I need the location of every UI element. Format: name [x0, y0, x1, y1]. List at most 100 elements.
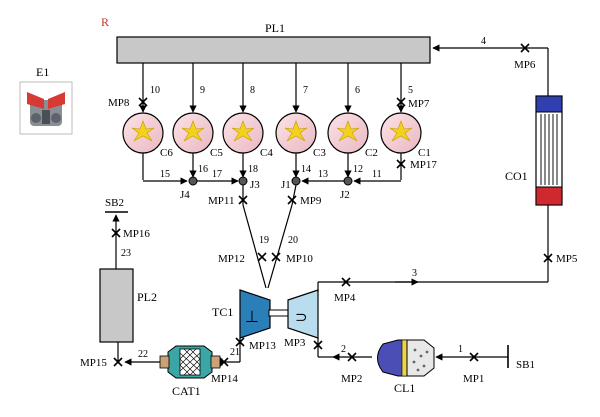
svg-text:⊃: ⊃	[295, 308, 308, 326]
junction-j3	[238, 176, 248, 186]
stream-20: 20	[288, 235, 298, 246]
mp15-marker	[113, 357, 123, 367]
charge-air-cooler	[535, 95, 563, 206]
cat1-label: CAT1	[172, 384, 201, 398]
turbine: ⊥	[239, 289, 271, 339]
mp14-marker	[219, 357, 229, 367]
cylinder-c5	[172, 112, 214, 154]
cylinder-c3	[275, 112, 317, 154]
stream-18: 18	[248, 164, 258, 175]
pl2-label: PL2	[137, 290, 157, 304]
stream-9: 9	[200, 85, 205, 96]
mp4-label: MP4	[334, 292, 356, 304]
stream-4: 4	[481, 36, 486, 47]
mp10-label: MP10	[286, 253, 313, 265]
sb1-label: SB1	[516, 359, 535, 371]
mp5-marker	[543, 253, 553, 263]
c5-label: C5	[210, 147, 223, 159]
mp14-label: MP14	[211, 373, 238, 385]
stream-14: 14	[301, 164, 311, 175]
stream-2: 2	[341, 344, 346, 355]
c3-label: C3	[313, 147, 326, 159]
stream-7: 7	[303, 85, 308, 96]
mp4-marker	[341, 277, 351, 287]
mp16-marker	[111, 228, 121, 238]
exhaust-runners	[142, 153, 402, 185]
mp1-label: MP1	[463, 373, 484, 385]
c2-label: C2	[365, 147, 378, 159]
mp3-label: MP3	[284, 337, 306, 349]
stream-1: 1	[458, 344, 463, 355]
mp11-label: MP11	[208, 195, 235, 207]
e1-label: E1	[36, 65, 49, 79]
mp9-label: MP9	[300, 195, 322, 207]
marker-r: R	[101, 15, 109, 29]
stream-17: 17	[212, 169, 222, 180]
c6-label: C6	[160, 147, 173, 159]
stream-12: 12	[353, 164, 363, 175]
junction-j4	[188, 176, 198, 186]
mp7-label: MP7	[408, 98, 430, 110]
mp8-label: MP8	[108, 97, 130, 109]
j2-label: J2	[340, 189, 350, 201]
cooler-to-plenum	[432, 44, 549, 96]
stream-10: 10	[150, 85, 160, 96]
stream-15: 15	[160, 169, 170, 180]
charge-air-path	[317, 196, 552, 292]
stream-16: 16	[198, 164, 208, 175]
junction-j2	[343, 176, 353, 186]
stream-8: 8	[250, 85, 255, 96]
c4-label: C4	[260, 147, 273, 159]
mp13-label: MP13	[249, 340, 276, 352]
catalyst	[159, 345, 221, 379]
air-cleaner	[377, 339, 435, 377]
mp1-marker	[469, 352, 479, 362]
mp16-label: MP16	[123, 228, 150, 240]
intake-runners	[139, 63, 405, 113]
turbo-shaft	[268, 309, 289, 317]
j1-label: J1	[281, 179, 291, 191]
stream-22: 22	[138, 349, 148, 360]
mp17-marker	[396, 159, 406, 169]
stream-23: 23	[121, 248, 131, 259]
plenum-pl2	[99, 268, 134, 343]
stream-11: 11	[372, 169, 382, 180]
mp10-marker	[271, 252, 281, 262]
mp12-label: MP12	[218, 253, 245, 265]
mp17-label: MP17	[410, 159, 437, 171]
mp8-marker	[138, 97, 148, 107]
cylinder-c4	[222, 112, 264, 154]
mp3-marker	[313, 340, 323, 350]
mp9-marker	[287, 195, 297, 205]
stream-21: 21	[230, 347, 240, 358]
mp2-marker	[347, 352, 357, 362]
mp12-marker	[257, 252, 267, 262]
engine-icon	[19, 81, 73, 135]
catalyst-to-pl2	[117, 342, 160, 366]
sb2-label: SB2	[105, 197, 124, 209]
mp6-label: MP6	[514, 59, 536, 71]
mp11-marker	[238, 195, 248, 205]
cl1-label: CL1	[394, 381, 415, 395]
plenum-pl1	[116, 36, 431, 64]
junction-j1	[291, 176, 301, 186]
stream-13: 13	[318, 169, 328, 180]
stream-6: 6	[355, 85, 360, 96]
j4-label: J4	[180, 189, 190, 201]
mp15-label: MP15	[80, 357, 107, 369]
pl1-label: PL1	[265, 21, 285, 35]
tc1-label: TC1	[212, 305, 233, 319]
c1-label: C1	[418, 147, 431, 159]
stream-3: 3	[412, 268, 417, 279]
mp2-label: MP2	[341, 373, 362, 385]
mp5-label: MP5	[556, 253, 578, 265]
j3-label: J3	[250, 179, 260, 191]
cylinder-c2	[327, 112, 369, 154]
cylinder-c1	[380, 112, 422, 154]
svg-text:⊥: ⊥	[245, 307, 259, 326]
mp6-marker	[520, 43, 530, 53]
stream-19: 19	[259, 235, 269, 246]
compressor: ⊃	[287, 289, 319, 339]
mp13-marker	[235, 337, 245, 347]
